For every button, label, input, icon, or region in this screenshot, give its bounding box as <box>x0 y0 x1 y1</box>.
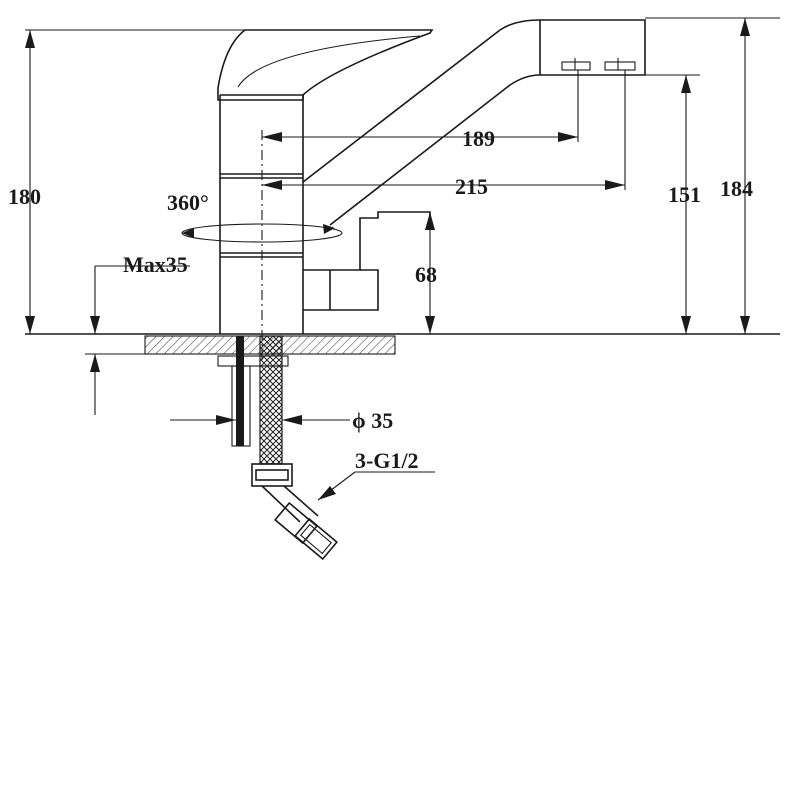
label-phi35: ϕ 35 <box>352 408 393 433</box>
label-68: 68 <box>415 262 437 287</box>
label-215: 215 <box>455 174 488 199</box>
label-180: 180 <box>8 184 41 209</box>
label-189: 189 <box>462 126 495 151</box>
dimension-reach-outer: 215 <box>262 70 626 199</box>
lever-handle <box>217 29 434 101</box>
dimension-total-height: 180 <box>8 29 245 334</box>
label-rotation: 360° <box>167 190 209 215</box>
label-184: 184 <box>720 176 753 201</box>
dimension-reach-inner: 189 <box>262 70 579 151</box>
dimension-spout-top-height: 184 <box>645 17 780 334</box>
countertop <box>25 333 780 355</box>
label-connection: 3-G1/2 <box>355 448 419 473</box>
label-151: 151 <box>668 182 701 207</box>
dimension-hole-diameter: ϕ 35 <box>170 408 393 433</box>
dimension-outlet-height: 151 <box>625 74 701 334</box>
rotation-indicator <box>181 223 343 243</box>
spout <box>302 19 646 226</box>
faucet-body <box>219 94 304 360</box>
hose-connector <box>251 463 338 561</box>
dimension-max-thickness: Max35 <box>85 252 235 415</box>
dimension-connection: 3-G1/2 <box>317 448 435 501</box>
dimension-handle-height: 68 <box>415 212 437 334</box>
label-max35: Max35 <box>123 252 188 277</box>
mounting-shank <box>217 336 289 447</box>
supply-hose <box>259 335 283 465</box>
